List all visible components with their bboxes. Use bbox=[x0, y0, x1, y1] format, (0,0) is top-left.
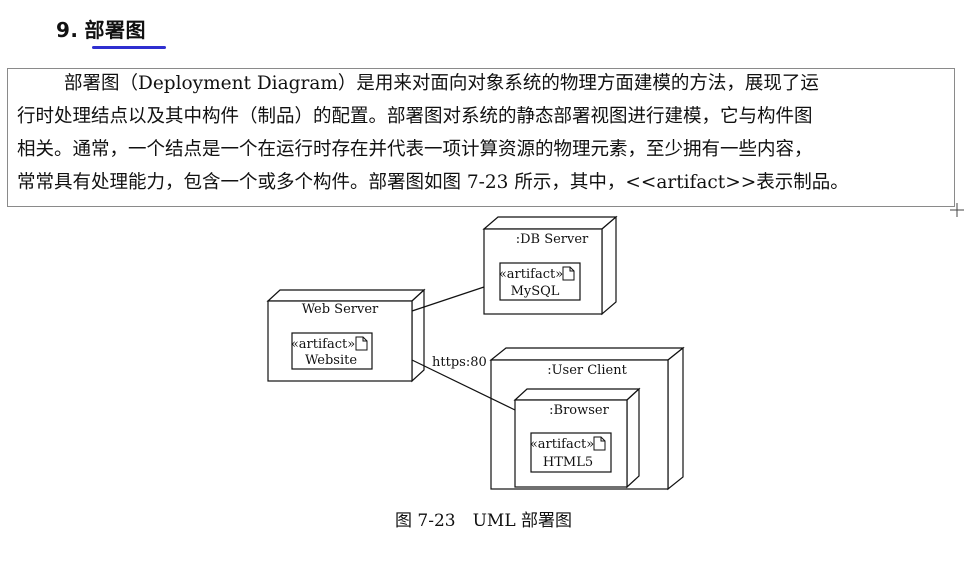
artifact-website-box bbox=[291, 332, 373, 370]
document-icon bbox=[562, 266, 575, 281]
crosshair-cursor-icon bbox=[950, 203, 964, 217]
artifact-mysql-name: MySQL bbox=[511, 284, 560, 299]
section-title: 部署图 bbox=[84, 18, 147, 42]
heading-underline bbox=[92, 46, 166, 49]
document-icon bbox=[355, 336, 368, 351]
paragraph-line-2: 行时处理结点以及其中构件（制品）的配置。部署图对系统的静态部署视图进行建模，它与… bbox=[17, 106, 813, 127]
artifact-html5-stereotype: «artifact» bbox=[530, 437, 594, 452]
db-server-label: :DB Server bbox=[516, 232, 589, 247]
web-server-label: Web Server bbox=[302, 302, 379, 317]
connection-web-browser bbox=[411, 359, 516, 411]
paragraph-line-3: 相关。通常，一个结点是一个在运行时存在并代表一项计算资源的物理元素，至少拥有一些… bbox=[17, 139, 813, 160]
artifact-website-stereotype: «artifact» bbox=[291, 337, 355, 352]
connection-label: https:80 bbox=[432, 355, 487, 370]
artifact-html5-box bbox=[530, 432, 612, 473]
paragraph-box: 部署图（Deployment Diagram）是用来对面向对象系统的物理方面建模… bbox=[7, 68, 955, 207]
section-heading: 9.部署图 bbox=[56, 14, 146, 43]
user-client-label: :User Client bbox=[547, 363, 627, 378]
paragraph-line-4: 常常具有处理能力，包含一个或多个构件。部署图如图 7-23 所示，其中，<<ar… bbox=[17, 172, 849, 193]
artifact-mysql-box bbox=[499, 262, 581, 301]
figure-caption: 图 7-23 UML 部署图 bbox=[394, 511, 573, 531]
artifact-html5-name: HTML5 bbox=[543, 455, 593, 470]
section-number: 9. bbox=[56, 18, 79, 42]
document-icon bbox=[593, 436, 606, 451]
connection-web-db bbox=[411, 286, 485, 312]
browser-label: :Browser bbox=[549, 403, 609, 418]
paragraph-line-1: 部署图（Deployment Diagram）是用来对面向对象系统的物理方面建模… bbox=[64, 73, 819, 94]
artifact-website-name: Website bbox=[305, 353, 357, 368]
artifact-mysql-stereotype: «artifact» bbox=[499, 267, 563, 282]
